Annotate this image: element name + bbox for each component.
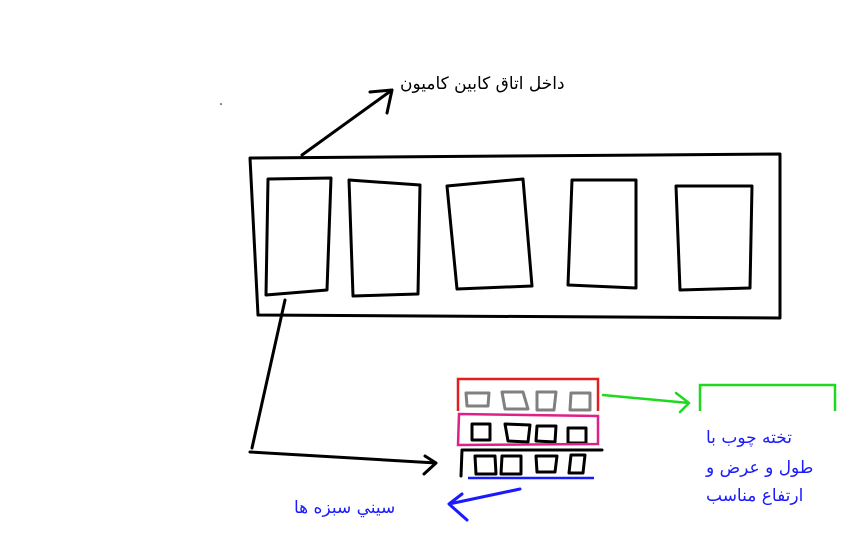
top-tray-red-frame bbox=[456, 377, 600, 411]
tray-bottom-cell-2 bbox=[499, 454, 523, 476]
tray-label: سيني سبزه ها bbox=[294, 498, 396, 518]
tray-middle-cell-1 bbox=[470, 422, 492, 442]
cabin-window-3 bbox=[445, 177, 534, 291]
tray-top-cell-1 bbox=[464, 391, 491, 408]
board-label-line-3: ارتفاع مناسب bbox=[706, 486, 804, 506]
cabin-window-4 bbox=[566, 178, 638, 290]
tray-top-cell-4 bbox=[568, 391, 592, 412]
tray-label-arrow bbox=[447, 487, 522, 522]
tray-bottom-cell-3 bbox=[534, 454, 559, 474]
tray-bottom-cell-4 bbox=[567, 453, 587, 475]
cabin-arrow bbox=[300, 88, 394, 157]
cabin-outline bbox=[248, 152, 782, 320]
stray-dot bbox=[220, 103, 222, 105]
tray-connector-arrow bbox=[248, 298, 438, 476]
tray-top-cell-3 bbox=[535, 390, 558, 412]
cabin-window-5 bbox=[674, 184, 754, 292]
tray-bottom-cell-1 bbox=[473, 454, 498, 476]
cabin-label: داخل اتاق كابين كاميون bbox=[400, 74, 565, 94]
board-green-arrow bbox=[601, 391, 691, 414]
tray-middle-cell-3 bbox=[534, 424, 558, 444]
tray-middle-cell-4 bbox=[566, 426, 588, 445]
board-label-line-1: تخته چوب با bbox=[706, 428, 792, 448]
board-label-line-2: طول و عرض و bbox=[706, 458, 814, 478]
tray-top-cell-2 bbox=[500, 390, 530, 411]
tray-bottom-divider bbox=[459, 448, 604, 478]
middle-tray-pink-frame bbox=[456, 412, 600, 447]
tray-middle-cell-2 bbox=[503, 422, 532, 444]
cabin-window-1 bbox=[264, 176, 333, 297]
board-green-bracket bbox=[698, 383, 837, 411]
cabin-window-2 bbox=[347, 178, 422, 298]
